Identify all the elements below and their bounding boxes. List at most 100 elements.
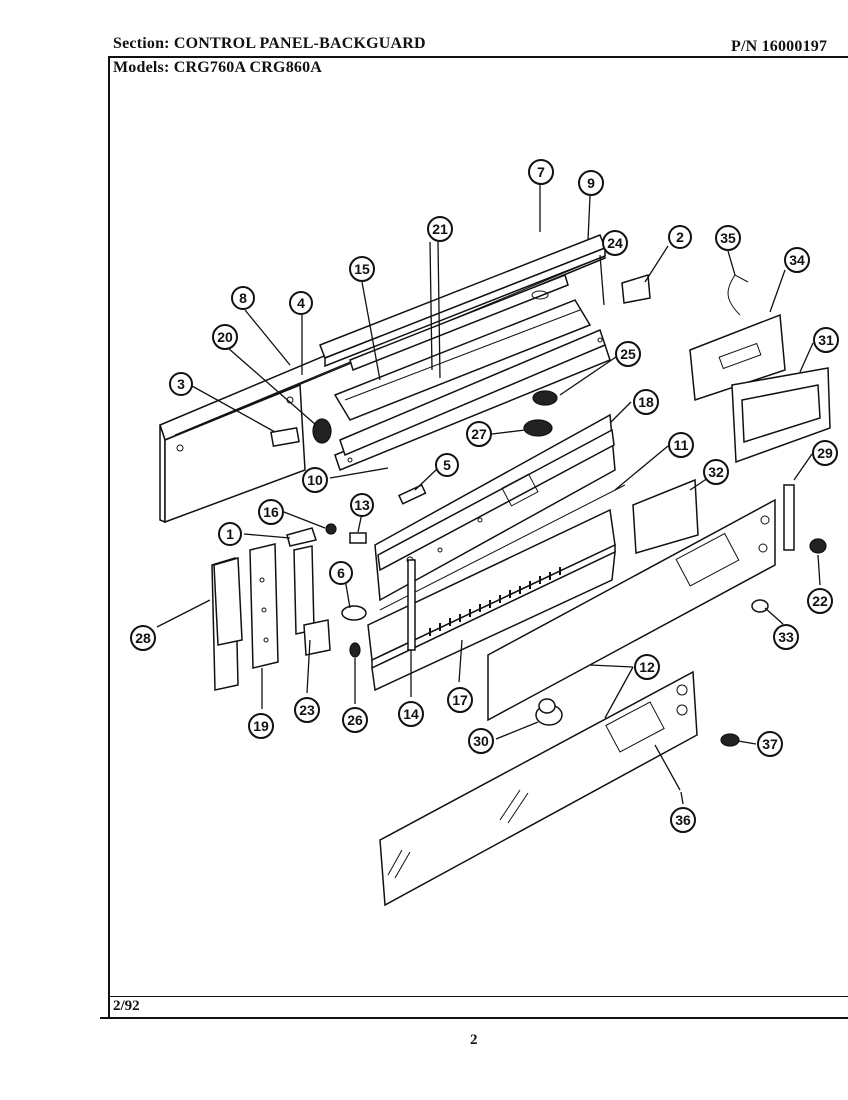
callout-3-label: 3 [177,376,185,392]
callout-32: 32 [703,459,729,485]
callout-29-label: 29 [817,445,833,461]
part-27-knob [523,419,553,437]
callout-36: 36 [670,807,696,833]
callout-2-label: 2 [676,229,684,245]
callout-31: 31 [813,327,839,353]
callout-26: 26 [342,707,368,733]
pn-label: P/N [731,38,758,55]
callout-5-label: 5 [443,457,451,473]
callout-12-label: 12 [639,659,655,675]
top-rule [108,56,848,58]
side-bracket-19 [249,543,279,669]
callout-8: 8 [231,286,255,310]
callout-18: 18 [633,389,659,415]
pn-value: 16000197 [761,38,828,55]
part-36-screw [654,744,681,791]
callout-6-label: 6 [337,565,345,581]
callout-5: 5 [435,453,459,477]
page-number: 2 [470,1032,478,1048]
models-heading: Models: CRG760A CRG860A [113,59,322,77]
part-number: P/N 16000197 [731,38,827,56]
glass-control-panel [379,670,698,907]
callout-1-label: 1 [226,526,234,542]
part-3-plate [270,426,300,448]
callout-25: 25 [615,341,641,367]
part-6-grommet [341,605,367,621]
callout-21-label: 21 [432,221,448,237]
callout-25-label: 25 [620,346,636,362]
callout-4-label: 4 [297,295,305,311]
callout-15-label: 15 [354,261,370,277]
callout-18-label: 18 [638,394,654,410]
part-33-cap [751,599,769,613]
part-25-knob [532,390,558,406]
part-29-strip [783,484,795,551]
clock-bezel [731,367,831,464]
mounting-bracket [334,328,611,471]
callout-36-label: 36 [675,812,691,828]
side-bracket-23 [293,545,331,656]
callout-27-label: 27 [471,426,487,442]
side-bracket-28 [211,556,243,691]
callout-27: 27 [466,421,492,447]
footer-date: 2/92 [113,998,140,1014]
callout-24: 24 [602,230,628,256]
callout-3: 3 [169,372,193,396]
vented-panel [367,484,626,692]
callout-11-label: 11 [674,437,689,453]
part-1-clip [286,527,317,547]
callout-23-label: 23 [299,702,315,718]
callout-29: 29 [812,440,838,466]
callout-8-label: 8 [239,290,247,306]
callout-7-label: 7 [537,164,545,180]
section-label: Section: [113,35,170,52]
callout-22: 22 [807,588,833,614]
callout-12: 12 [634,654,660,680]
callout-16: 16 [258,499,284,525]
callout-10: 10 [302,467,328,493]
callout-1: 1 [218,522,242,546]
callout-26-label: 26 [347,712,363,728]
callout-30: 30 [468,728,494,754]
callout-22-label: 22 [812,593,828,609]
part-32-cover [632,478,699,554]
callout-2: 2 [668,225,692,249]
callout-23: 23 [294,697,320,723]
left-rule [108,56,110,1018]
callout-6: 6 [329,561,353,585]
callout-30-label: 30 [473,733,489,749]
callout-35: 35 [715,225,741,251]
electronic-clock [689,274,786,402]
callout-19: 19 [248,713,274,739]
callout-4: 4 [289,291,313,315]
models-value: CRG760A CRG860A [173,59,323,76]
part-13-clip [349,532,367,544]
top-trim-strip [319,234,606,368]
callout-19-label: 19 [253,718,269,734]
callout-14-label: 14 [403,706,419,722]
part-14-rod [407,559,416,651]
part-26-screw [349,642,361,658]
callout-28: 28 [130,625,156,651]
callout-32-label: 32 [708,464,724,480]
bottom-rule [100,1017,848,1019]
part-5-switch [398,483,427,505]
callout-31-label: 31 [818,332,834,348]
callout-20: 20 [212,324,238,350]
footer-top-rule [108,996,848,997]
callout-37: 37 [757,731,783,757]
callout-17: 17 [447,687,473,713]
part-37-bulb [720,733,740,747]
callout-35-label: 35 [720,230,736,246]
part-2-bracket [621,274,651,304]
callout-11: 11 [668,432,694,458]
light-channel [333,274,592,421]
callout-17-label: 17 [452,692,468,708]
callout-28-label: 28 [135,630,151,646]
callout-16-label: 16 [263,504,279,520]
callout-33: 33 [773,624,799,650]
callout-14: 14 [398,701,424,727]
control-panel-frame [374,413,616,602]
models-label: Models: [113,59,170,76]
callout-13-label: 13 [354,497,370,513]
